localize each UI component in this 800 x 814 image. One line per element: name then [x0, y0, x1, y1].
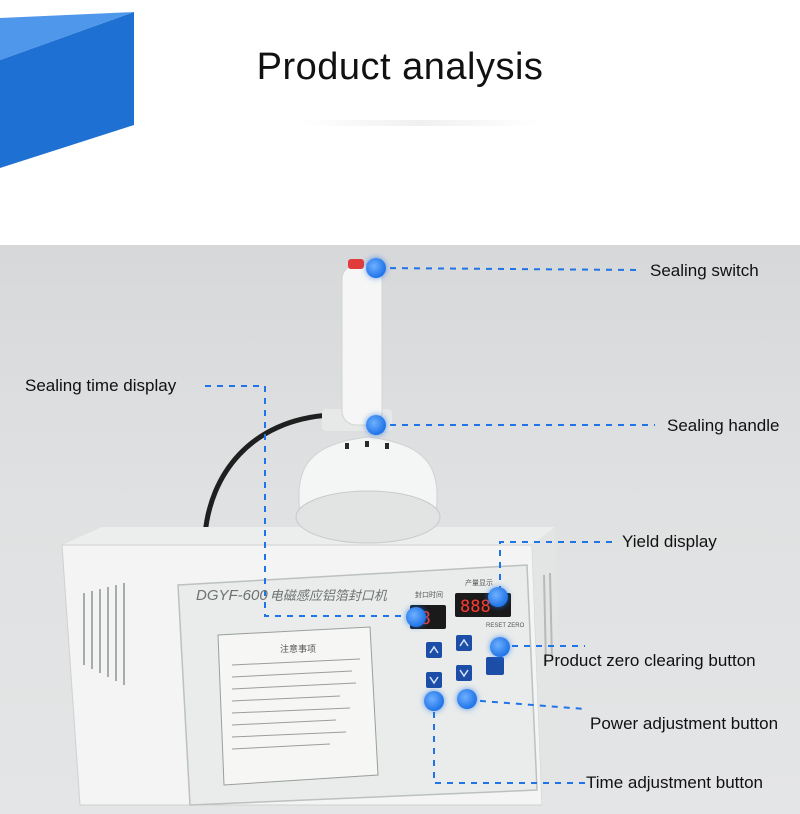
label-sealing-switch: Sealing switch — [650, 261, 759, 280]
head-vents — [345, 441, 389, 449]
time-adjustment-dot — [424, 691, 444, 711]
label-power-adjustment-button: Power adjustment button — [590, 714, 779, 733]
yield-digits: 888 — [460, 597, 491, 617]
body-side — [532, 527, 562, 805]
label-sealing-time-display: Sealing time display — [25, 376, 177, 395]
instruction-lines — [231, 658, 361, 750]
product-photo: 8 888 — [0, 245, 800, 814]
control-buttons — [426, 635, 504, 688]
sealing-switch-button — [348, 259, 364, 269]
yield-label: 产量显示 — [465, 580, 493, 587]
instruction-sheet — [217, 626, 379, 786]
sealing-head-base — [295, 490, 441, 544]
sealing-time-label: 封口时间 — [415, 592, 443, 599]
sealing-handle-body — [341, 264, 383, 426]
label-zero-clearing-button: Product zero clearing button — [543, 651, 756, 670]
reset-label: RESET ZERO — [486, 623, 525, 629]
label-yield-display: Yield display — [622, 532, 717, 551]
page-title: Product analysis — [256, 46, 544, 88]
zero-clearing-dot — [490, 637, 510, 657]
sealing-handle-dot — [366, 415, 386, 435]
panel-heading: 注意事项 — [280, 644, 317, 654]
label-time-adjustment-button: Time adjustment button — [586, 773, 764, 792]
body-top — [62, 527, 555, 545]
title-shadow — [300, 120, 540, 126]
sealing-switch-dot — [366, 258, 386, 278]
callout-lines — [205, 267, 655, 784]
left-vents — [83, 583, 125, 685]
yield-display-dot — [488, 587, 508, 607]
power-adjustment-dot — [457, 689, 477, 709]
label-sealing-handle: Sealing handle — [667, 416, 780, 435]
power-cable — [202, 412, 331, 536]
corner-logo — [0, 12, 134, 168]
sealing-time-display-dot — [406, 607, 426, 627]
